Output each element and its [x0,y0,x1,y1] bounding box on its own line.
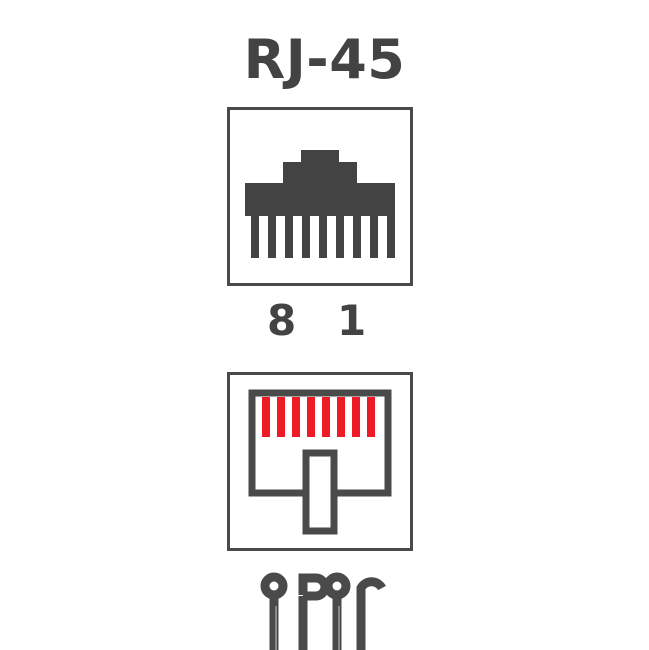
pin-label-left: 8 [267,296,297,345]
cable-strands-icon [260,572,386,650]
plug-contact-slots [242,216,387,258]
pin-number-labels: 8 1 [227,300,413,350]
page-title: RJ-45 [243,28,406,91]
rj45-plug-panel [227,107,413,286]
rj45-jack-panel [227,372,413,551]
pin-label-right: 1 [337,296,367,345]
jack-keyway [302,449,338,535]
rj45-plug-icon [242,150,395,258]
cable-strands-graphic [258,572,388,650]
jack-contact-pins [262,397,375,437]
rj45-jack-icon [248,389,392,535]
